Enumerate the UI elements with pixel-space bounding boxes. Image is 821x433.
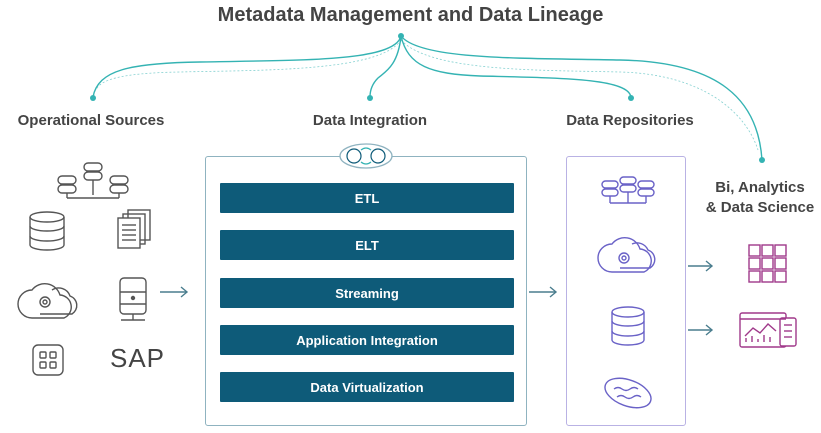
database-network-icon bbox=[601, 176, 655, 204]
integration-method-streaming: Streaming bbox=[220, 278, 514, 308]
label-operational-sources: Operational Sources bbox=[17, 112, 165, 129]
label-data-repositories: Data Repositories bbox=[566, 112, 694, 129]
arrow-sources-to-integration bbox=[160, 286, 189, 298]
integration-method-elt: ELT bbox=[220, 230, 514, 260]
database-network-icon bbox=[57, 162, 129, 199]
label-data-integration: Data Integration bbox=[312, 112, 428, 129]
lineage-line-sources bbox=[92, 35, 402, 98]
cloud-gear-icon bbox=[597, 237, 656, 273]
cloud-gear-icon bbox=[17, 283, 78, 319]
server-icon bbox=[119, 277, 147, 321]
integration-method-data-virtualization: Data Virtualization bbox=[220, 372, 514, 402]
database-icon bbox=[29, 211, 65, 251]
sap-logo-text: SAP bbox=[110, 343, 166, 373]
lineage-line-bi bbox=[400, 35, 763, 161]
lineage-line-integration bbox=[369, 35, 402, 98]
lineage-origin-dot bbox=[398, 33, 404, 39]
documents-icon bbox=[117, 209, 151, 249]
dashboard-grid-icon bbox=[748, 244, 787, 283]
app-grid-icon bbox=[32, 344, 64, 376]
data-exchange-icon bbox=[339, 143, 393, 169]
data-lake-icon bbox=[604, 377, 652, 409]
integration-method-etl: ETL bbox=[220, 183, 514, 213]
integration-method-application-integration: Application Integration bbox=[220, 325, 514, 355]
lineage-line-repositories bbox=[400, 35, 632, 98]
label-bi-analytics: Bi, Analytics & Data Science bbox=[705, 179, 815, 216]
analytics-chart-icon bbox=[739, 312, 797, 348]
database-icon bbox=[611, 306, 645, 346]
page-title: Metadata Management and Data Lineage bbox=[217, 4, 604, 26]
data-repositories-panel bbox=[566, 156, 686, 426]
